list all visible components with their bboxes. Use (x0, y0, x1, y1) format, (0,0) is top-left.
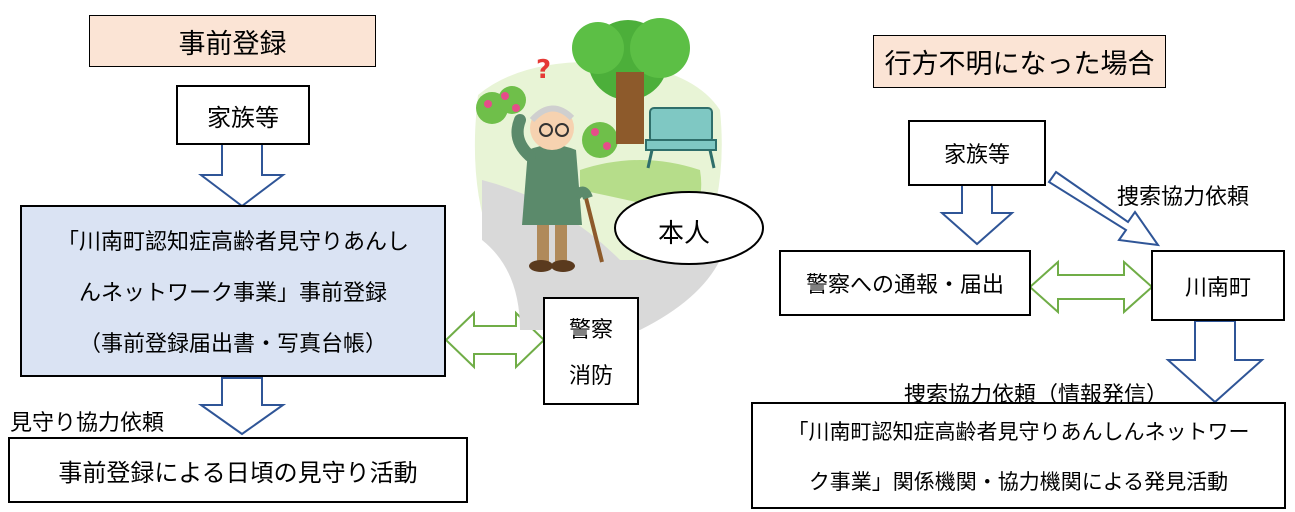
watch-activity-box: 事前登録による日頃の見守り活動 (8, 437, 468, 503)
family-text-left: 家族等 (207, 103, 279, 132)
family-box-left: 家族等 (176, 85, 310, 145)
discovery-line-1: 「川南町認知症高齢者見守りあんしんネットワー (787, 419, 1250, 444)
pre-registration-main-box: 「川南町認知症高齢者見守りあんし んネットワーク事業」事前登録 （事前登録届出書… (20, 205, 446, 377)
header-missing-case: 行方不明になった場合 (873, 35, 1166, 88)
main-box-line-3: （事前登録届出書・写真台帳） (78, 332, 387, 357)
main-box-line-1: 「川南町認知症高齢者見守りあんし (56, 230, 409, 255)
discovery-line-2: ク事業」関係機関・協力機関による発見活動 (808, 469, 1229, 494)
town-box: 川南町 (1151, 250, 1285, 321)
family-text-right: 家族等 (943, 143, 1010, 168)
header-missing-case-text: 行方不明になった場合 (884, 49, 1155, 80)
police-fire-box: 警察 消防 (543, 297, 639, 405)
person-label: 本人 (658, 219, 711, 249)
elderly-person-illustration (474, 18, 722, 330)
discovery-activity-box: 「川南町認知症高齢者見守りあんしんネットワー ク事業」関係機関・協力機関による発… (751, 402, 1286, 509)
police-report-box: 警察への通報・届出 (779, 250, 1031, 316)
family-box-right: 家族等 (908, 120, 1046, 186)
watch-activity-text: 事前登録による日頃の見守り活動 (58, 458, 418, 487)
town-text: 川南町 (1184, 275, 1251, 301)
question-mark: ? (536, 55, 551, 85)
diagonal-arrow-right (1047, 170, 1161, 247)
main-box-line-2: んネットワーク事業」事前登録 (78, 281, 387, 306)
fire-text: 消防 (568, 364, 613, 389)
double-arrow-right (1028, 259, 1154, 315)
watch-request-label: 見守り協力依頼 (10, 411, 165, 436)
header-pre-registration-text: 事前登録 (178, 28, 287, 60)
person-label-ellipse (614, 191, 764, 265)
down-arrow-left-1 (198, 143, 286, 208)
police-text: 警察 (568, 318, 613, 343)
header-pre-registration: 事前登録 (89, 15, 376, 67)
police-report-text: 警察への通報・届出 (805, 273, 1004, 298)
down-arrow-right-1 (939, 184, 1015, 246)
down-arrow-right-2 (1165, 320, 1265, 404)
search-request-label: 捜索協力依頼 (1117, 185, 1250, 210)
down-arrow-left-2 (197, 377, 287, 436)
